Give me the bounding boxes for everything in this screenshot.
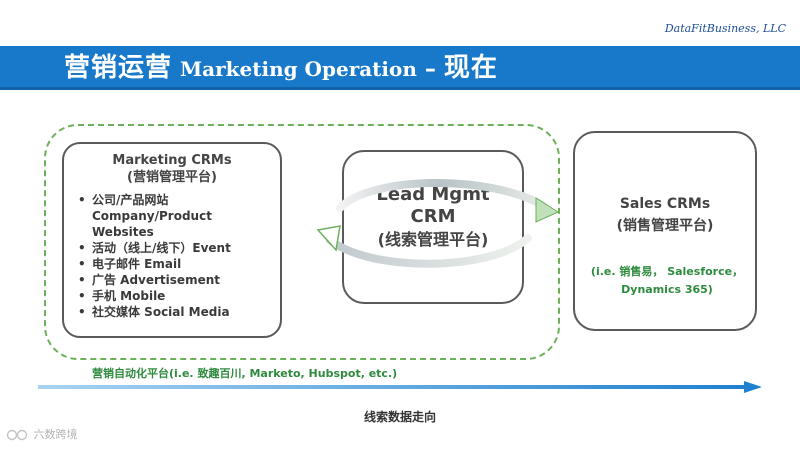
title-suffix: 现在: [443, 53, 498, 83]
list-item: 社交媒体 Social Media: [74, 304, 274, 320]
sales-crm-examples-line2: Dynamics 365): [621, 283, 713, 296]
cycle-arrows-icon: [316, 179, 560, 268]
title-bar: [0, 46, 800, 90]
list-item: Websites: [92, 225, 154, 239]
sales-crm-examples-line1: (i.e. 销售易， Salesforce，: [590, 265, 744, 278]
marketing-automation-region: [44, 124, 560, 360]
lead-mgmt-line3: (线索管理平台): [377, 230, 489, 249]
title-dash: –: [424, 57, 436, 82]
marketing-channel-list: 公司/产品网站 Company/Product Websites 活动（线上/线…: [74, 192, 274, 320]
marketing-crm-box: Marketing CRMs (营销管理平台) 公司/产品网站 Company/…: [62, 142, 282, 338]
marketing-crm-title: Marketing CRMs (营销管理平台): [64, 152, 280, 186]
flow-direction-label: 线索数据走向: [363, 410, 436, 424]
list-item: 广告 Advertisement: [74, 272, 274, 288]
watermark-logo-icon: [6, 429, 28, 441]
list-item: 公司/产品网站: [74, 192, 274, 208]
watermark-text: 六数跨境: [33, 428, 78, 441]
list-item: Company/Product: [92, 209, 212, 223]
sales-crm-examples: (i.e. 销售易， Salesforce， Dynamics 365): [581, 263, 753, 299]
lead-mgmt-line2: CRM: [410, 206, 456, 227]
automation-label: 营销自动化平台(i.e. 致趣百川, Marketo, Hubspot, etc…: [92, 367, 398, 380]
marketing-crm-title-en: Marketing CRMs: [112, 153, 232, 168]
list-item: 手机 Mobile: [74, 288, 274, 304]
marketing-crm-title-zh: (营销管理平台): [127, 170, 217, 185]
title-zh: 营销运营: [64, 53, 173, 83]
slide-title: 营销运营 Marketing Operation–现在: [64, 50, 498, 86]
arrow-right-icon: [38, 381, 762, 393]
sales-crm-title: Sales CRMs (销售管理平台): [575, 193, 755, 237]
sales-crm-title-en: Sales CRMs: [619, 196, 711, 212]
company-name: DataFitBusiness, LLC: [664, 22, 786, 35]
sales-crm-title-zh: (销售管理平台): [616, 218, 714, 234]
list-item: 电子邮件 Email: [74, 256, 274, 272]
sales-crm-box: Sales CRMs (销售管理平台) (i.e. 销售易， Salesforc…: [573, 131, 757, 331]
list-item: 活动（线上/线下）Event: [74, 240, 274, 256]
lead-mgmt-box: Lead Mgmt CRM (线索管理平台): [342, 150, 524, 304]
title-en: Marketing Operation: [180, 57, 417, 81]
lead-mgmt-text: Lead Mgmt CRM (线索管理平台): [344, 184, 522, 252]
watermark: 六数跨境: [6, 426, 78, 442]
lead-mgmt-line1: Lead Mgmt: [376, 184, 490, 205]
